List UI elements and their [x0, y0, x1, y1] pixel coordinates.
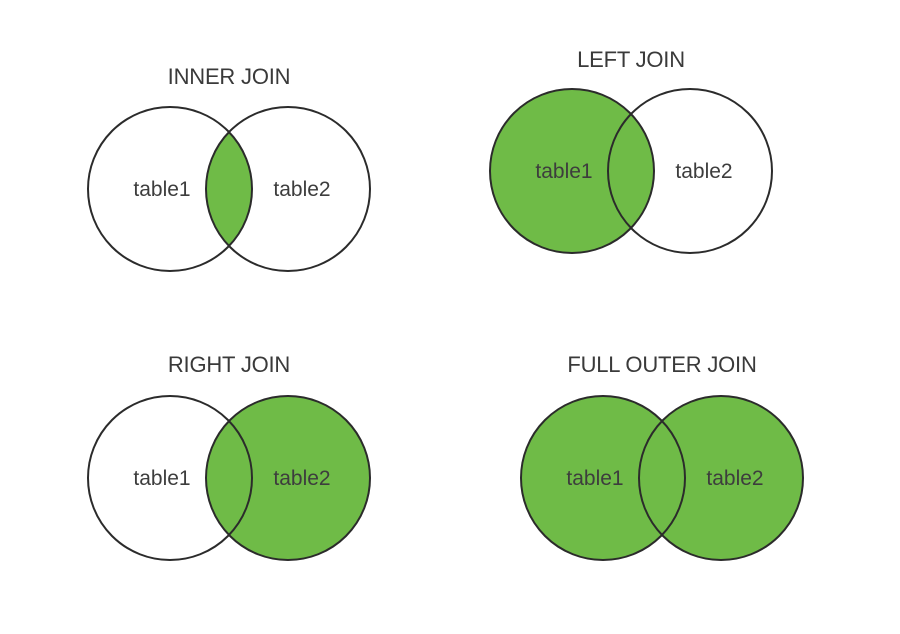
left-circle-outline	[520, 395, 686, 561]
left-circle-outline	[87, 395, 253, 561]
left-circle-outline	[87, 106, 253, 272]
diagram-inner-join: INNER JOIN table1 table2	[49, 0, 409, 300]
right-circle-outline	[607, 88, 773, 254]
venn-diagram-inner-join: table1 table2	[87, 106, 371, 272]
diagram-right-join: RIGHT JOIN table1 table2	[49, 334, 409, 634]
right-table-label: table2	[706, 467, 763, 490]
left-circle	[490, 89, 654, 253]
right-circle-outline	[638, 395, 804, 561]
right-circle	[206, 396, 370, 560]
left-table-label: table1	[133, 178, 190, 201]
diagram-left-join: LEFT JOIN table1 table2	[451, 0, 811, 300]
left-table-label: table1	[535, 160, 592, 183]
right-table-label: table2	[675, 160, 732, 183]
left-circle	[88, 396, 252, 560]
right-table-label: table2	[273, 467, 330, 490]
venn-diagram-right-join: table1 table2	[87, 395, 371, 561]
left-circle	[88, 107, 252, 271]
right-circle-outline	[205, 395, 371, 561]
left-table-label: table1	[566, 467, 623, 490]
right-circle	[608, 89, 772, 253]
right-circle	[639, 396, 803, 560]
venn-diagram-left-join: table1 table2	[489, 88, 773, 254]
left-circle-outline	[489, 88, 655, 254]
right-circle-outline	[205, 106, 371, 272]
diagram-full-outer-join: FULL OUTER JOIN table1 table2	[482, 334, 842, 634]
diagram-title: LEFT JOIN	[577, 47, 685, 72]
diagram-title: RIGHT JOIN	[167, 352, 291, 377]
diagram-title: FULL OUTER JOIN	[567, 352, 757, 377]
left-table-label: table1	[133, 467, 190, 490]
right-table-label: table2	[273, 178, 330, 201]
right-circle	[206, 107, 370, 271]
left-circle	[521, 396, 685, 560]
diagram-title: INNER JOIN	[167, 64, 291, 89]
venn-diagram-full-outer-join: table1 table2	[520, 395, 804, 561]
